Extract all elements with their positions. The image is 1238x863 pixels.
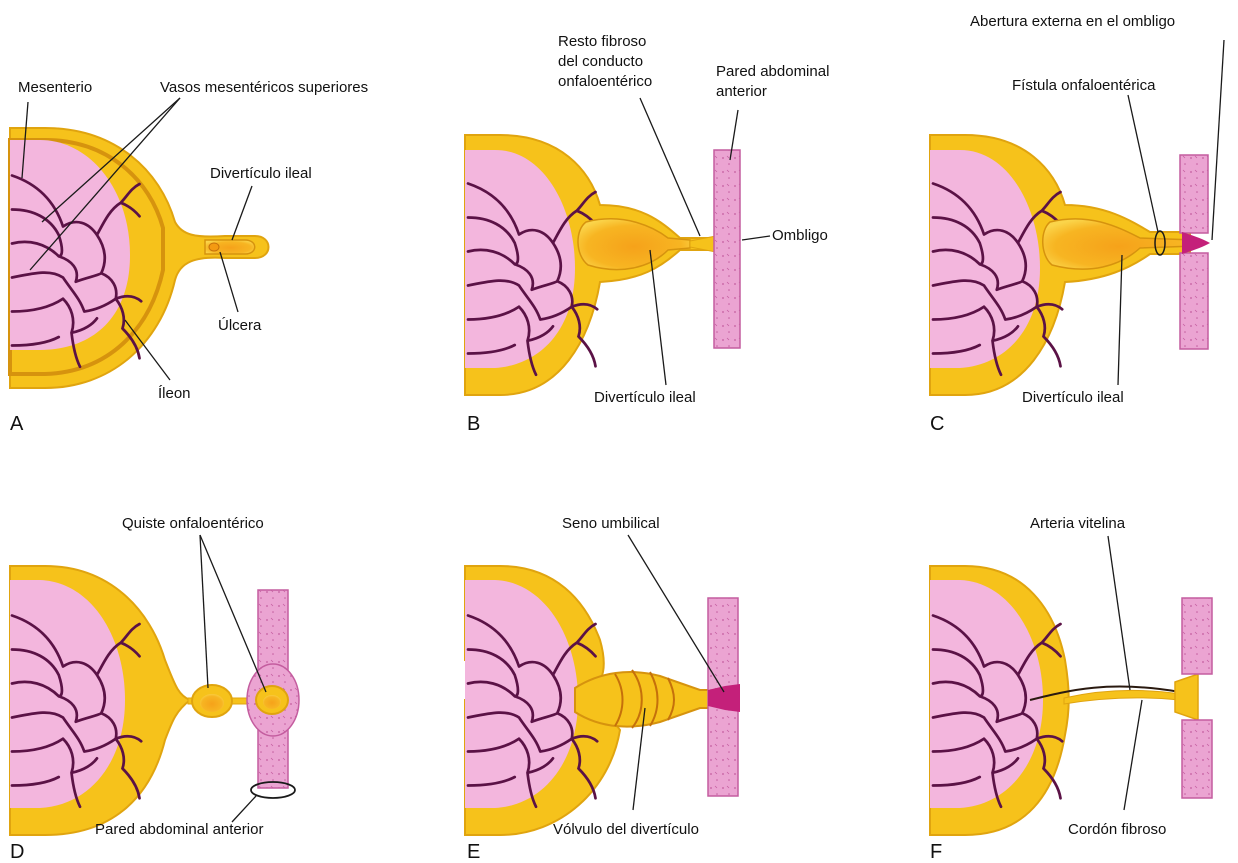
label-fistula: Fístula onfaloentérica (1012, 77, 1156, 94)
label-abdominal-wall-2: anterior (716, 83, 767, 100)
panel-letter-a: A (10, 413, 24, 435)
label-ileal-diverticulum: Divertículo ileal (594, 389, 696, 406)
label-abdominal-wall: Pared abdominal anterior (95, 821, 263, 838)
panel-letter-b: B (467, 413, 480, 435)
abdominal-wall-upper (1182, 598, 1212, 674)
cyst-1-lumen (200, 694, 224, 712)
diverticulum-lumen (578, 219, 690, 270)
label-fibrous-cord: Cordón fibroso (1068, 821, 1166, 838)
label-ileum: Íleon (158, 385, 191, 402)
label-umbilical-sinus: Seno umbilical (562, 515, 660, 532)
panel-letter-f: F (930, 841, 942, 863)
fibrous-cord (1064, 691, 1180, 704)
label-ulcer: Úlcera (218, 317, 262, 334)
label-ileal-diverticulum: Divertículo ileal (210, 165, 312, 182)
external-opening (1182, 232, 1210, 254)
panel-f: Arteria vitelina Cordón fibroso F (930, 515, 1212, 863)
label-cyst: Quiste onfaloentérico (122, 515, 264, 532)
umbilical-remnant (1175, 674, 1198, 720)
label-remnant-2: del conducto (558, 53, 643, 70)
label-superior-mesenteric-vessels: Vasos mesentéricos superiores (160, 79, 368, 96)
panel-letter-d: D (10, 841, 24, 863)
panel-c: Abertura externa en el ombligo Fístula o… (930, 13, 1224, 435)
panel-letter-e: E (467, 841, 480, 863)
panel-a: Mesenterio Vasos mesentéricos superiores… (10, 79, 368, 435)
cyst-2-lumen (263, 695, 281, 709)
abdominal-wall-lower (1182, 720, 1212, 798)
label-umbilicus: Ombligo (772, 227, 828, 244)
panel-d: Quiste onfaloentérico Pared abdominal an… (10, 515, 299, 863)
abdominal-wall-upper (1180, 155, 1208, 233)
abdominal-wall-lower (1180, 253, 1208, 349)
panel-b: Resto fibroso del conducto onfaloentéric… (465, 33, 829, 435)
panel-letter-c: C (930, 413, 944, 435)
label-volvulus: Vólvulo del divertículo (553, 821, 699, 838)
ulcer (209, 243, 219, 251)
label-ileal-diverticulum: Divertículo ileal (1022, 389, 1124, 406)
abdominal-wall (714, 150, 740, 348)
label-remnant-1: Resto fibroso (558, 33, 646, 50)
label-remnant-3: onfaloentérico (558, 73, 652, 90)
label-external-opening: Abertura externa en el ombligo (970, 13, 1175, 30)
twisted-diverticulum (575, 672, 715, 727)
panel-e: Seno umbilical Vólvulo del divertículo E (465, 515, 740, 863)
label-abdominal-wall-1: Pared abdominal (716, 63, 829, 80)
label-vitelline-artery: Arteria vitelina (1030, 515, 1126, 532)
label-mesentery: Mesenterio (18, 79, 92, 96)
